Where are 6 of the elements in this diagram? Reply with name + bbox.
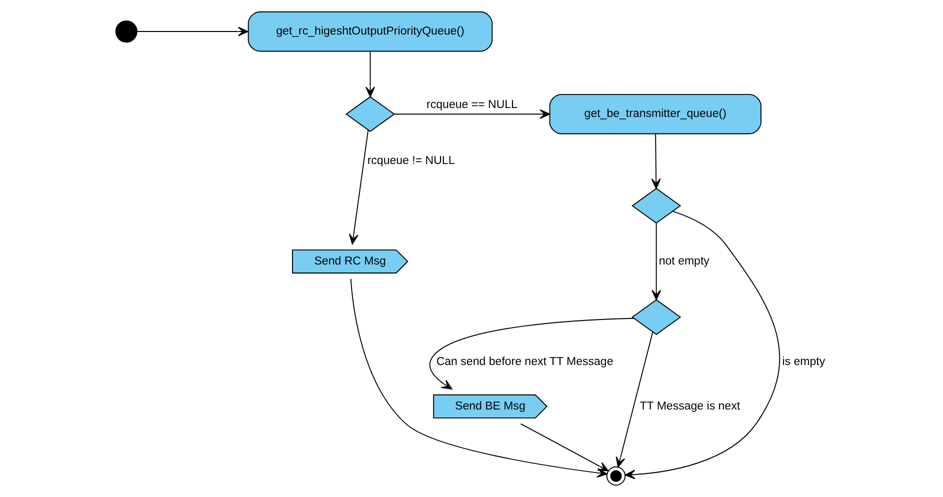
- edge-label: is empty: [782, 356, 825, 368]
- edge-label: TT Message is next: [639, 400, 740, 412]
- edge-label: rcqueue != NULL: [366, 155, 454, 168]
- edge-label: rcqueue == NULL: [426, 98, 517, 111]
- edge-label: not empty: [658, 255, 709, 268]
- edge-label: Can send before next TT Message: [436, 356, 613, 368]
